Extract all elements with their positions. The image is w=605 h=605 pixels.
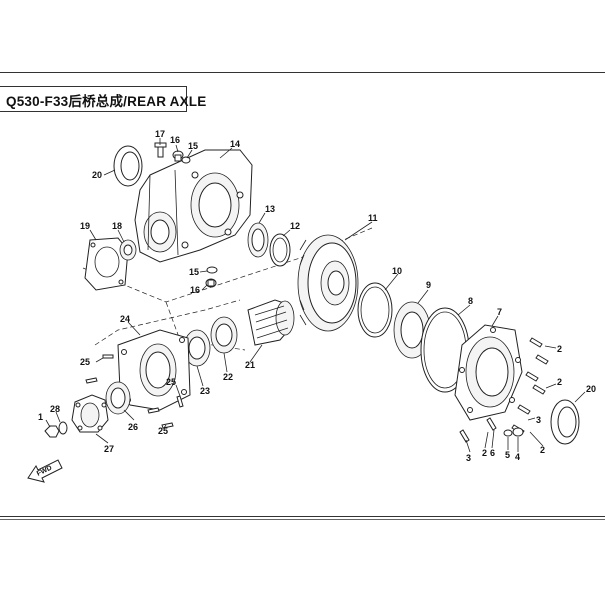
bolt-17 bbox=[154, 142, 167, 158]
callout-20: 20 bbox=[92, 170, 102, 180]
callout-25c: 25 bbox=[158, 426, 168, 436]
cover-7 bbox=[454, 324, 523, 421]
callout-23: 23 bbox=[200, 386, 210, 396]
fwd-arrow-icon: FWD bbox=[27, 459, 63, 483]
page-title: Q530-F33后桥总成/REAR AXLE bbox=[6, 94, 207, 109]
fitting-16-bottom bbox=[205, 278, 217, 288]
callout-15: 15 bbox=[188, 141, 198, 151]
washer-28 bbox=[58, 421, 68, 435]
callout-labels: 17 16 15 14 20 13 12 11 19 18 15 16 10 9… bbox=[38, 129, 596, 463]
callout-4: 4 bbox=[515, 452, 520, 462]
shim-12 bbox=[269, 233, 291, 267]
fitting-16-top bbox=[172, 150, 184, 162]
callout-2b: 2 bbox=[557, 377, 562, 387]
callout-22: 22 bbox=[223, 372, 233, 382]
seal-20-upper bbox=[113, 145, 143, 187]
flange-27 bbox=[71, 394, 109, 433]
callout-11: 11 bbox=[368, 213, 378, 223]
fitting-15-bottom bbox=[206, 266, 218, 274]
callout-1: 1 bbox=[38, 412, 43, 422]
ring-gear-11 bbox=[297, 234, 359, 332]
callout-16b: 16 bbox=[190, 285, 200, 295]
callout-7: 7 bbox=[497, 307, 502, 317]
callout-6: 6 bbox=[490, 448, 495, 458]
callout-19: 19 bbox=[80, 221, 90, 231]
callout-3a: 3 bbox=[536, 415, 541, 425]
callout-12: 12 bbox=[290, 221, 300, 231]
callout-21: 21 bbox=[245, 360, 255, 370]
callout-9: 9 bbox=[426, 280, 431, 290]
callout-5: 5 bbox=[505, 450, 510, 460]
callout-24: 24 bbox=[120, 314, 130, 324]
callout-17: 17 bbox=[155, 129, 165, 139]
callout-8: 8 bbox=[468, 296, 473, 306]
callout-18: 18 bbox=[112, 221, 122, 231]
fitting-15-top bbox=[181, 156, 191, 164]
bearing-22 bbox=[210, 316, 238, 354]
frame-bottom-rule bbox=[0, 516, 605, 517]
seal-26 bbox=[105, 381, 131, 415]
washer-5 bbox=[503, 429, 513, 437]
bearing-23 bbox=[183, 329, 211, 367]
housing-14 bbox=[134, 149, 253, 263]
callout-25a: 25 bbox=[80, 357, 90, 367]
callout-28: 28 bbox=[50, 404, 60, 414]
callout-15b: 15 bbox=[189, 267, 199, 277]
callout-16: 16 bbox=[170, 135, 180, 145]
o-ring-10 bbox=[357, 282, 393, 338]
callout-25b: 25 bbox=[166, 377, 176, 387]
group-outline-lower bbox=[94, 299, 241, 346]
frame-bottom-rule-inner bbox=[0, 519, 605, 520]
callout-2c: 2 bbox=[482, 448, 487, 458]
callout-13: 13 bbox=[265, 204, 275, 214]
callout-3b: 3 bbox=[466, 453, 471, 463]
callout-14: 14 bbox=[230, 139, 240, 149]
bolts-25-left bbox=[85, 354, 184, 429]
gasket-19 bbox=[84, 237, 129, 291]
callout-2d: 2 bbox=[540, 445, 545, 455]
callout-26: 26 bbox=[128, 422, 138, 432]
plug-4 bbox=[512, 427, 524, 437]
seal-20-lower bbox=[550, 399, 580, 445]
bearing-13 bbox=[247, 222, 269, 258]
callout-2a: 2 bbox=[557, 344, 562, 354]
callout-20b: 20 bbox=[586, 384, 596, 394]
callout-27: 27 bbox=[104, 444, 114, 454]
nut-1 bbox=[44, 425, 60, 438]
leader-lines bbox=[45, 138, 586, 453]
bearing-18 bbox=[119, 239, 137, 261]
callout-10: 10 bbox=[392, 266, 402, 276]
frame-top-rule bbox=[0, 72, 605, 73]
title-box: Q530-F33后桥总成/REAR AXLE bbox=[0, 86, 206, 112]
pinion-21 bbox=[247, 299, 295, 346]
